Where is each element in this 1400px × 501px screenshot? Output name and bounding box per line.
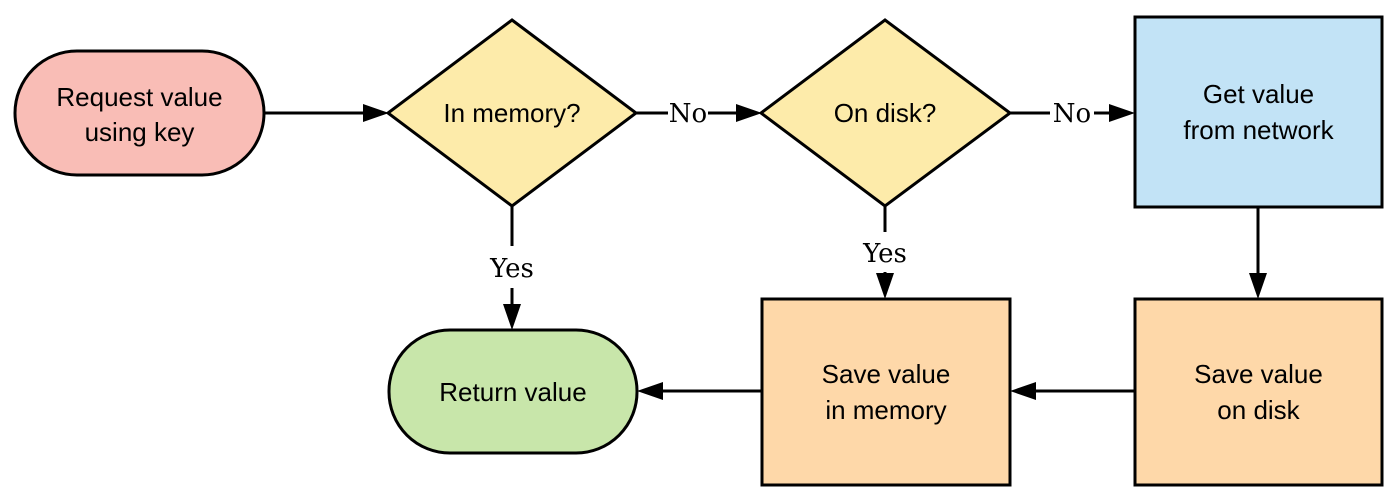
edges [264, 104, 1267, 400]
arrowhead-network [1109, 104, 1135, 122]
in-memory-label: In memory? [443, 98, 580, 128]
node-in-memory: In memory? [385, 18, 639, 208]
save-disk-process-shape [1133, 297, 1384, 487]
label-on-disk-no: No [1053, 99, 1091, 129]
arrowhead-return-left [637, 382, 663, 400]
request-value-label: Request value [56, 82, 222, 112]
arrowhead-save-memory [876, 273, 894, 299]
node-save-on-disk: Save value on disk [1133, 297, 1384, 487]
end-terminal-shape [387, 328, 639, 455]
node-return-value: Return value [387, 328, 639, 455]
start-terminal-shape [13, 49, 266, 177]
return-value-label: Return value [439, 377, 586, 407]
label-in-memory-yes: Yes [489, 254, 534, 284]
node-on-disk: On disk? [758, 18, 1013, 208]
arrowhead-return-value [503, 304, 521, 330]
edge-labels: No No Yes Yes [489, 99, 1091, 284]
request-value-label-line2: using key [85, 117, 195, 147]
on-disk-label: On disk? [834, 98, 937, 128]
on-disk-decision-shape [758, 18, 1013, 208]
save-memory-process-shape [760, 297, 1012, 487]
get-network-process-shape [1133, 15, 1384, 209]
label-on-disk-yes: Yes [862, 239, 907, 269]
in-memory-decision-shape [385, 18, 639, 208]
get-network-label-line2: from network [1183, 115, 1334, 145]
node-get-from-network: Get value from network [1133, 15, 1384, 209]
node-save-in-memory: Save value in memory [760, 297, 1012, 487]
arrowhead-save-disk [1249, 273, 1267, 299]
get-network-label: Get value [1203, 79, 1314, 109]
arrowhead-save-memory-left [1010, 382, 1036, 400]
arrowhead-on-disk [736, 104, 762, 122]
arrowhead-in-memory [363, 104, 389, 122]
label-in-memory-no: No [669, 99, 707, 129]
save-disk-label: Save value [1194, 359, 1323, 389]
save-disk-label-line2: on disk [1217, 395, 1300, 425]
save-memory-label: Save value [822, 359, 951, 389]
save-memory-label-line2: in memory [825, 395, 946, 425]
node-request-value: Request value using key [13, 49, 266, 177]
